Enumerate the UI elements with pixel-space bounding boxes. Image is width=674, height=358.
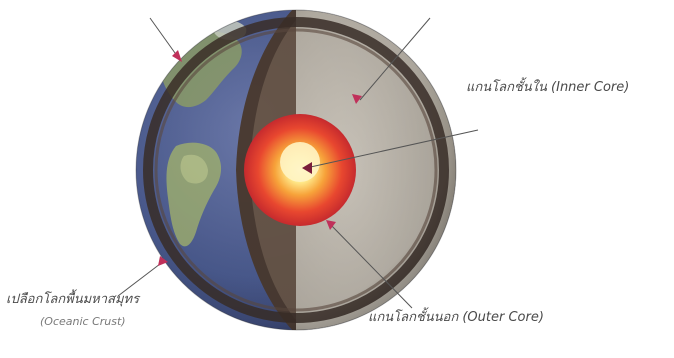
marker-top-left bbox=[172, 50, 182, 62]
outer-core-label: แกนโลกชั้นนอก (Outer Core) bbox=[368, 310, 544, 326]
oceanic-crust-english-label: (Oceanic Crust) bbox=[40, 314, 126, 330]
inner-core-label: แกนโลกชั้นใน (Inner Core) bbox=[466, 80, 629, 96]
oceanic-crust-label: เปลือกโลกพื้นมหาสมุทร bbox=[6, 292, 139, 308]
inner-core bbox=[280, 142, 320, 182]
